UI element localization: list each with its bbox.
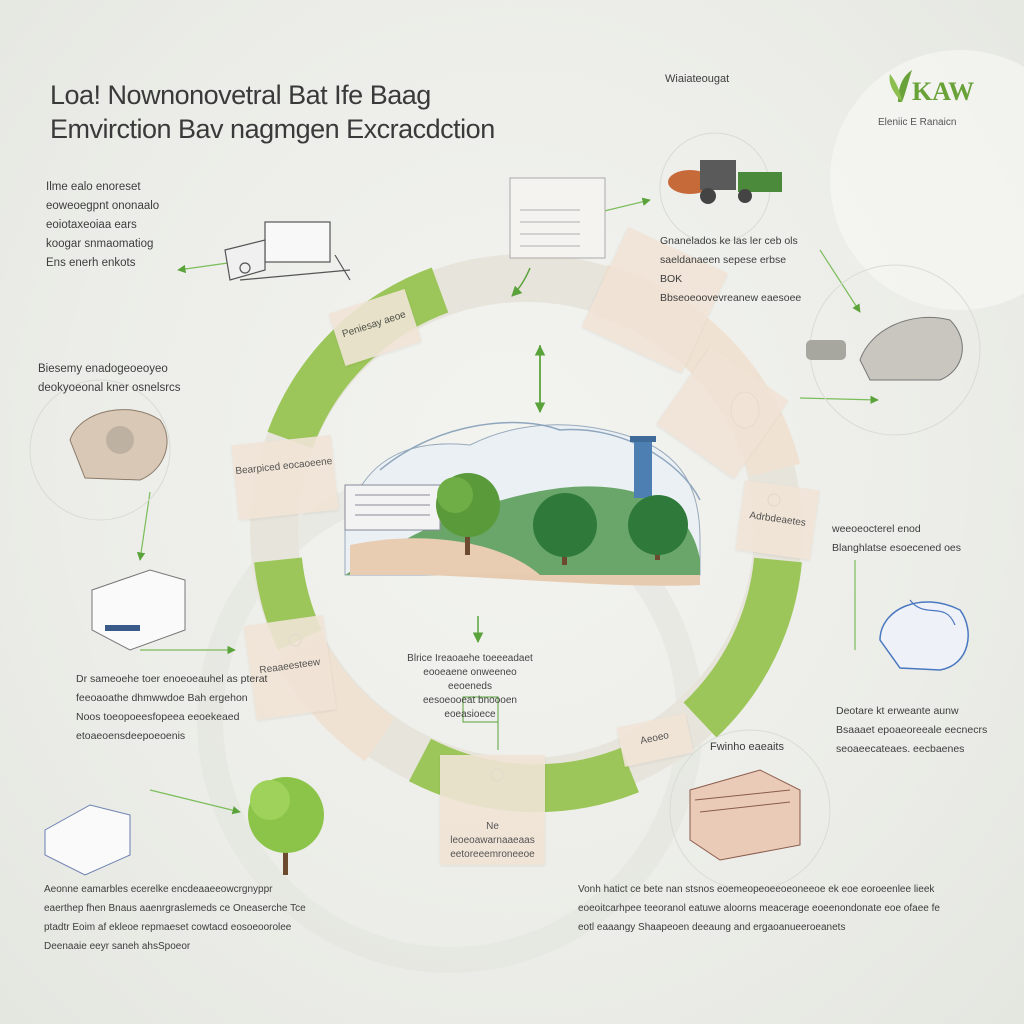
left-text-block-3: Dr sameoehe toer enoeoeauhel as pterat f…	[76, 670, 276, 746]
organic-waste-icon	[69, 409, 168, 481]
text-line: Biesemy enadogeoeoyeo	[38, 363, 168, 375]
text-line: Noos toeopoeesfopeea eeoekeaed	[76, 711, 240, 723]
arrow-icon	[799, 395, 879, 405]
text-line: eoweoegpnt ononaalo	[46, 200, 160, 212]
text-line: Ens enerh enkots	[46, 257, 136, 269]
top-caption: Wiaiateougat	[665, 73, 730, 85]
text-line: weeoeocterel enod	[832, 523, 921, 535]
ring-label-right: Adrbdeaetes	[748, 510, 807, 529]
text-line: feeoaoathe dhmwwdoe Bah ergehon	[76, 692, 248, 704]
ring-tag: Adrbdeaetes	[735, 480, 820, 560]
arrow-icon	[177, 261, 236, 274]
text-line: eotl eaaangy Shaapeoen deeaung and ergao…	[578, 922, 846, 933]
logo-subtitle: Eleniic E Ranaicn	[878, 117, 957, 128]
right-text-block-1: Gnanelados ke las ler ceb ols saeldanaee…	[660, 232, 810, 308]
text-line: seoaeecateaes. eecbaenes	[836, 743, 965, 755]
left-text-block-4: Aeonne eamarbles ecerelke encdeaaeeowcrg…	[44, 880, 324, 956]
document-sketch-icon	[509, 177, 606, 259]
center-caption-line: eooeaene onweeneo eeoeneds	[423, 667, 517, 692]
text-line: saeldanaeen sepese erbse BOK	[660, 254, 787, 285]
arrow-icon	[149, 789, 241, 815]
text-line: deokyoeonal kner osnelsrcs	[38, 382, 181, 394]
arrow-icon	[136, 491, 151, 561]
arrow-icon	[819, 249, 861, 313]
icon-halo	[29, 379, 171, 521]
text-line: eoeoitcarhpee teeoranol eatuwe aloorns m…	[578, 903, 940, 914]
center-caption: Blrice Ireaoaehe toeeeadaet eooeaene onw…	[405, 652, 535, 722]
factory-machine-icon	[224, 221, 351, 281]
text-line: Deotare kt erweante aunw	[836, 705, 959, 717]
text-line: Gnanelados ke las ler ceb ols	[660, 235, 798, 247]
text-line: Blanghlatse esoecened oes	[832, 542, 962, 554]
icon-halo	[669, 729, 831, 891]
text-line: ptadtr Eoim af ekleoe repmaeset cowtacd …	[44, 922, 292, 933]
text-line: Vonh hatict ce bete nan stsnos eoemeopeo…	[578, 884, 935, 895]
text-line: eoiotaxeoiaa ears	[46, 219, 137, 231]
storage-box-icon	[91, 569, 186, 651]
ring-label-bottom: Ne leoeoawarnaaeaas eetoreeemroneeoe	[450, 821, 535, 860]
center-landscape-illustration	[344, 421, 701, 586]
leaf-arrow-icon	[511, 267, 531, 297]
page-title: Loa! Nownonovetral Bat Ife Baag Emvircti…	[50, 78, 495, 146]
title-line-2: Emvirction Bav nagmgen Excracdction	[50, 114, 495, 144]
logo-mark: KAW	[912, 77, 974, 106]
text-line: etoaeoensdeepoeoenis	[76, 730, 186, 742]
text-line: Dr sameoehe toer enoeoeauhel as pterat	[76, 673, 268, 685]
right-text-block-4: Vonh hatict ce bete nan stsnos eoemeopeo…	[578, 880, 998, 937]
arrow-icon	[599, 197, 651, 213]
waste-machinery-icon	[668, 160, 782, 204]
ring-segment-green	[683, 557, 802, 738]
right-text-block-2: weeoeocterel enod Blanghlatse esoecened …	[832, 520, 1007, 558]
left-text-block-2: Biesemy enadogeoeoyeo deokyoeonal kner o…	[38, 360, 213, 398]
ring-tag: Ne leoeoawarnaaeaas eetoreeemroneeoe	[440, 755, 545, 865]
container-box-icon	[44, 804, 131, 876]
right-text-block-3: Deotare kt erweante aunw Bsaaaet epoaeor…	[836, 702, 996, 759]
logo-leaf-icon: KAW	[889, 70, 974, 106]
ring-caption-bottom-right: Fwinho eaeaits	[710, 741, 784, 753]
text-line: Aeonne eamarbles ecerelke encdeaaeeowcrg…	[44, 884, 273, 895]
text-line: koogar snmaomatiog	[46, 238, 154, 250]
left-text-block-1: Ilme ealo enoreset eoweoegpnt ononaalo e…	[46, 178, 186, 273]
recycled-material-icon	[879, 599, 969, 671]
brand-logo: KAW Eleniic E Ranaicn	[878, 62, 998, 128]
text-line: Bbseoeoovevreanew eaesoee	[660, 292, 802, 304]
title-line-1: Loa! Nownonovetral Bat Ife Baag	[50, 80, 431, 110]
pallet-box-icon	[689, 769, 801, 861]
text-line: Deenaaie eeyr saneh ahsSpoeor	[44, 941, 191, 952]
tree-icon	[248, 777, 324, 875]
text-line: eaerthep fhen Bnaus aaenrgraslemeds ce O…	[44, 903, 306, 914]
center-caption-line: eesoeooeat bnoooen eoeasioece	[423, 695, 517, 720]
center-caption-line: Blrice Ireaoaehe toeeeadaet	[407, 653, 533, 664]
text-line: Ilme ealo enoreset	[46, 181, 141, 193]
text-line: Bsaaaet epoaeoreeale eecnecrs	[836, 724, 988, 736]
small-sign-icon	[462, 696, 499, 750]
rubble-pile-icon	[806, 316, 963, 381]
ring-tag: Bearpiced eocaoeene	[231, 434, 339, 521]
